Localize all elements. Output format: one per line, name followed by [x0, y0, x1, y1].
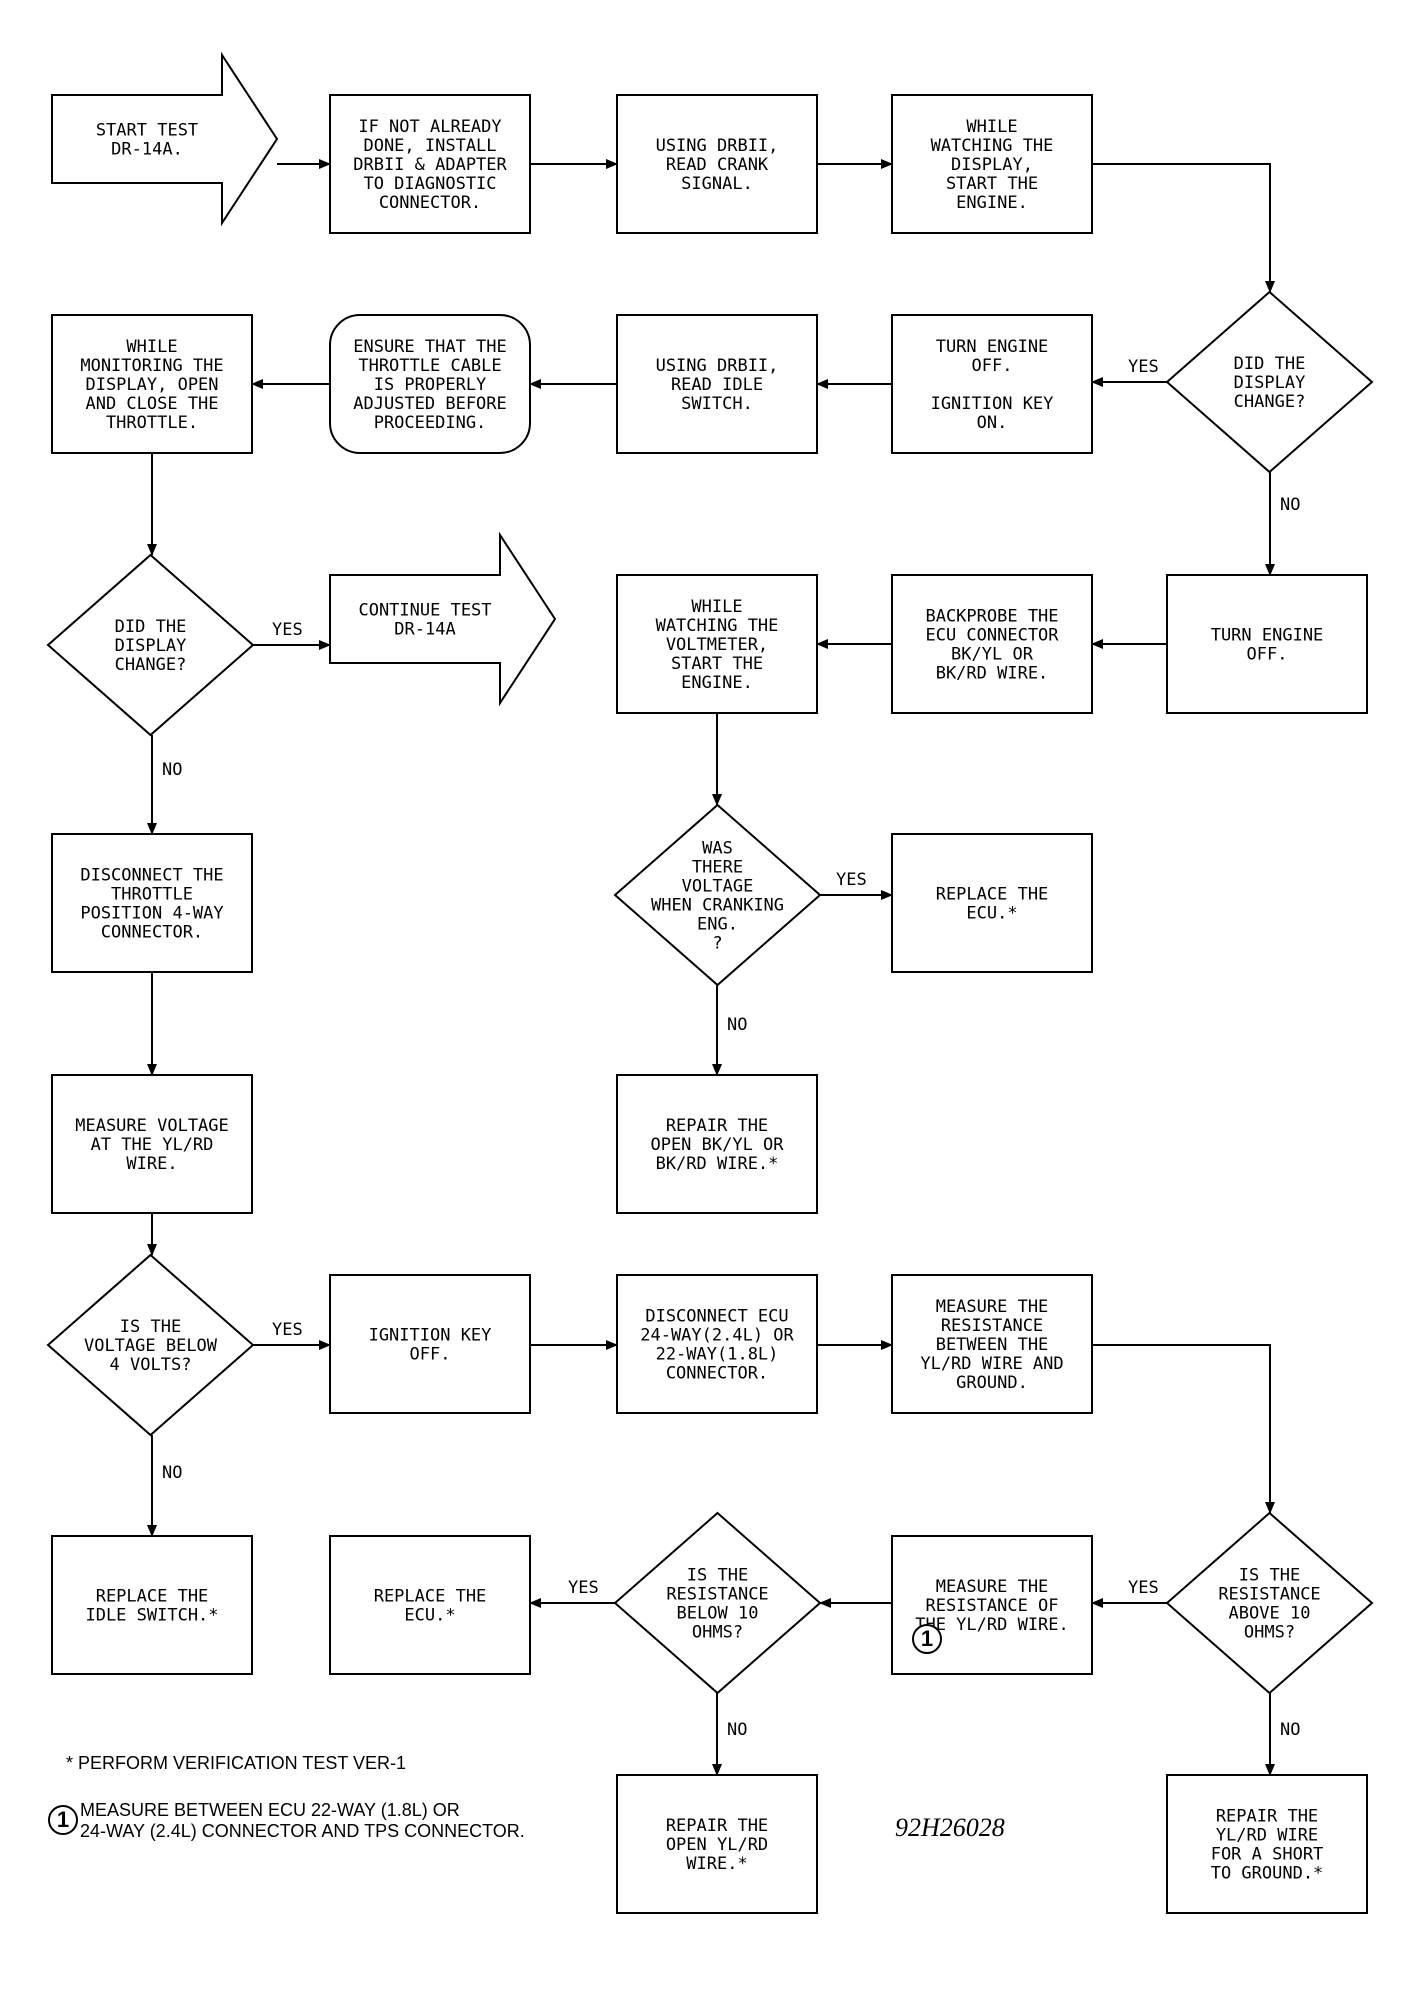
watch-voltmeter-box [616, 574, 818, 714]
measure-res-ground-box [891, 1274, 1093, 1414]
monitor-throttle-box [51, 314, 253, 454]
nodes [46, 51, 1374, 1914]
circle-1-legend: 1 [48, 1805, 78, 1835]
backprobe-box [891, 574, 1093, 714]
start-test-box [51, 51, 279, 227]
ensure-throttle-box [329, 314, 531, 454]
edge-measure-d5 [1092, 1344, 1275, 1514]
yes-label-d2: YES [272, 620, 303, 640]
yes-label-d1: YES [1128, 357, 1159, 377]
yes-label-d5: YES [1128, 1578, 1159, 1598]
replace-ecu-2-box [329, 1535, 531, 1675]
edge-watch-decision1 [1092, 163, 1275, 293]
disconnect-tps-box [51, 833, 253, 973]
watch-start-box [891, 94, 1093, 234]
turn-engine-off-box [1166, 574, 1368, 714]
no-label-d5: NO [1280, 1720, 1300, 1740]
repair-short-box [1166, 1774, 1368, 1914]
res-above-10-decision [1165, 1511, 1374, 1695]
connectors: YES NO YES NO YES NO YES NO YES NO YES NO [147, 159, 1300, 1776]
no-label-d1: NO [1280, 495, 1300, 515]
display-change-2-decision [46, 553, 255, 737]
no-label-d2: NO [162, 760, 182, 780]
repair-bk-box [616, 1074, 818, 1214]
read-idle-box [616, 314, 818, 454]
verification-note: * PERFORM VERIFICATION TEST VER-1 [66, 1753, 407, 1773]
repair-open-yl-box [616, 1774, 818, 1914]
ign-off-box [329, 1274, 531, 1414]
yes-label-d3: YES [836, 870, 867, 890]
no-label-d4: NO [162, 1463, 182, 1483]
yes-label-d6: YES [568, 1578, 599, 1598]
voltage-below-decision [46, 1253, 255, 1437]
voltage-cranking-decision [613, 803, 822, 987]
turn-off-key-on-box [891, 314, 1093, 454]
measure-voltage-box [51, 1074, 253, 1214]
install-drbii-box [329, 94, 531, 234]
read-crank-box [616, 94, 818, 234]
circle-1-in-node: 1 [912, 1624, 942, 1654]
figure-id: 92H26028 [895, 1813, 1005, 1842]
no-label-d3: NO [727, 1015, 747, 1035]
no-label-d6: NO [727, 1720, 747, 1740]
yes-label-d4: YES [272, 1320, 303, 1340]
res-below-10-decision [613, 1511, 822, 1695]
replace-idle-box [51, 1535, 253, 1675]
disconnect-ecu-box [616, 1274, 818, 1414]
display-change-1-decision [1165, 290, 1374, 474]
measure-note: MEASURE BETWEEN ECU 22-WAY (1.8L) OR 24-… [80, 1800, 525, 1841]
replace-ecu-1-box [891, 833, 1093, 973]
continue-test-box [329, 531, 557, 707]
